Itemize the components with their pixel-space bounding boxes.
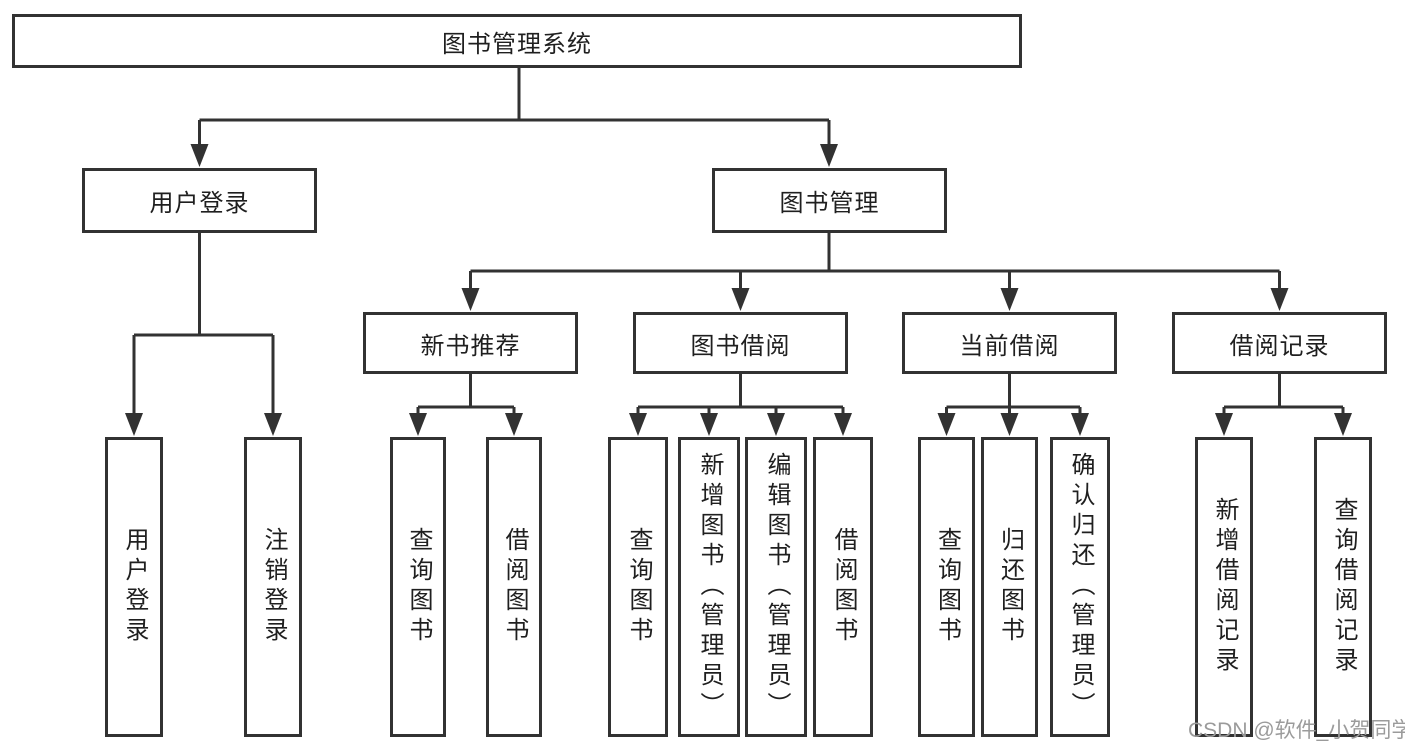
leaf-cb-query-books: 查询图书: [918, 437, 975, 737]
node-current-borrow-label: 当前借阅: [959, 332, 1060, 360]
leaf-cb-confirm-return-admin: 确认归还（管理员）: [1050, 437, 1110, 737]
leaf-user-login: 用户登录: [105, 437, 163, 737]
leaf-cb-return-books-label: 归还图书: [996, 527, 1024, 647]
leaf-cb-return-books: 归还图书: [981, 437, 1038, 737]
leaf-logout-label: 注销登录: [260, 527, 287, 647]
leaf-bb-add-books-admin: 新增图书（管理员）: [678, 437, 740, 737]
leaf-br-query-record: 查询借阅记录: [1314, 437, 1372, 737]
leaf-br-query-record-label: 查询借阅记录: [1330, 497, 1357, 677]
node-borrow-record: 借阅记录: [1172, 312, 1387, 374]
node-root-label: 图书管理系统: [442, 30, 592, 58]
leaf-logout: 注销登录: [244, 437, 302, 737]
node-new-book-recommend: 新书推荐: [363, 312, 578, 374]
arrowheads: [125, 144, 1352, 436]
node-user-login: 用户登录: [82, 168, 317, 233]
node-current-borrow: 当前借阅: [902, 312, 1117, 374]
leaf-bb-edit-books-admin-label: 编辑图书（管理员）: [763, 452, 790, 722]
leaf-nbr-borrow-books-label: 借阅图书: [501, 527, 528, 647]
leaf-bb-query-books: 查询图书: [608, 437, 668, 737]
leaf-nbr-query-books: 查询图书: [390, 437, 446, 737]
leaf-bb-borrow-books-label: 借阅图书: [830, 527, 857, 647]
leaf-cb-confirm-return-admin-label: 确认归还（管理员）: [1067, 452, 1094, 722]
leaf-br-add-record-label: 新增借阅记录: [1211, 497, 1238, 677]
leaf-bb-query-books-label: 查询图书: [625, 527, 652, 647]
node-book-borrow-label: 图书借阅: [690, 332, 791, 360]
leaf-bb-borrow-books: 借阅图书: [813, 437, 873, 737]
node-book-management-label: 图书管理: [779, 190, 880, 217]
leaf-br-add-record: 新增借阅记录: [1195, 437, 1253, 737]
leaf-bb-edit-books-admin: 编辑图书（管理员）: [745, 437, 807, 737]
node-book-management: 图书管理: [712, 168, 947, 233]
node-root: 图书管理系统: [12, 14, 1022, 68]
watermark: CSDN @软件_小贺同学: [1188, 719, 1405, 742]
leaf-user-login-label: 用户登录: [121, 527, 148, 647]
node-book-borrow: 图书借阅: [633, 312, 848, 374]
leaf-cb-query-books-label: 查询图书: [933, 527, 961, 647]
node-borrow-record-label: 借阅记录: [1229, 332, 1330, 360]
leaf-bb-add-books-admin-label: 新增图书（管理员）: [696, 452, 723, 722]
node-new-book-recommend-label: 新书推荐: [420, 332, 521, 360]
node-user-login-label: 用户登录: [149, 190, 250, 217]
leaf-nbr-borrow-books: 借阅图书: [486, 437, 542, 737]
leaf-nbr-query-books-label: 查询图书: [405, 527, 432, 647]
